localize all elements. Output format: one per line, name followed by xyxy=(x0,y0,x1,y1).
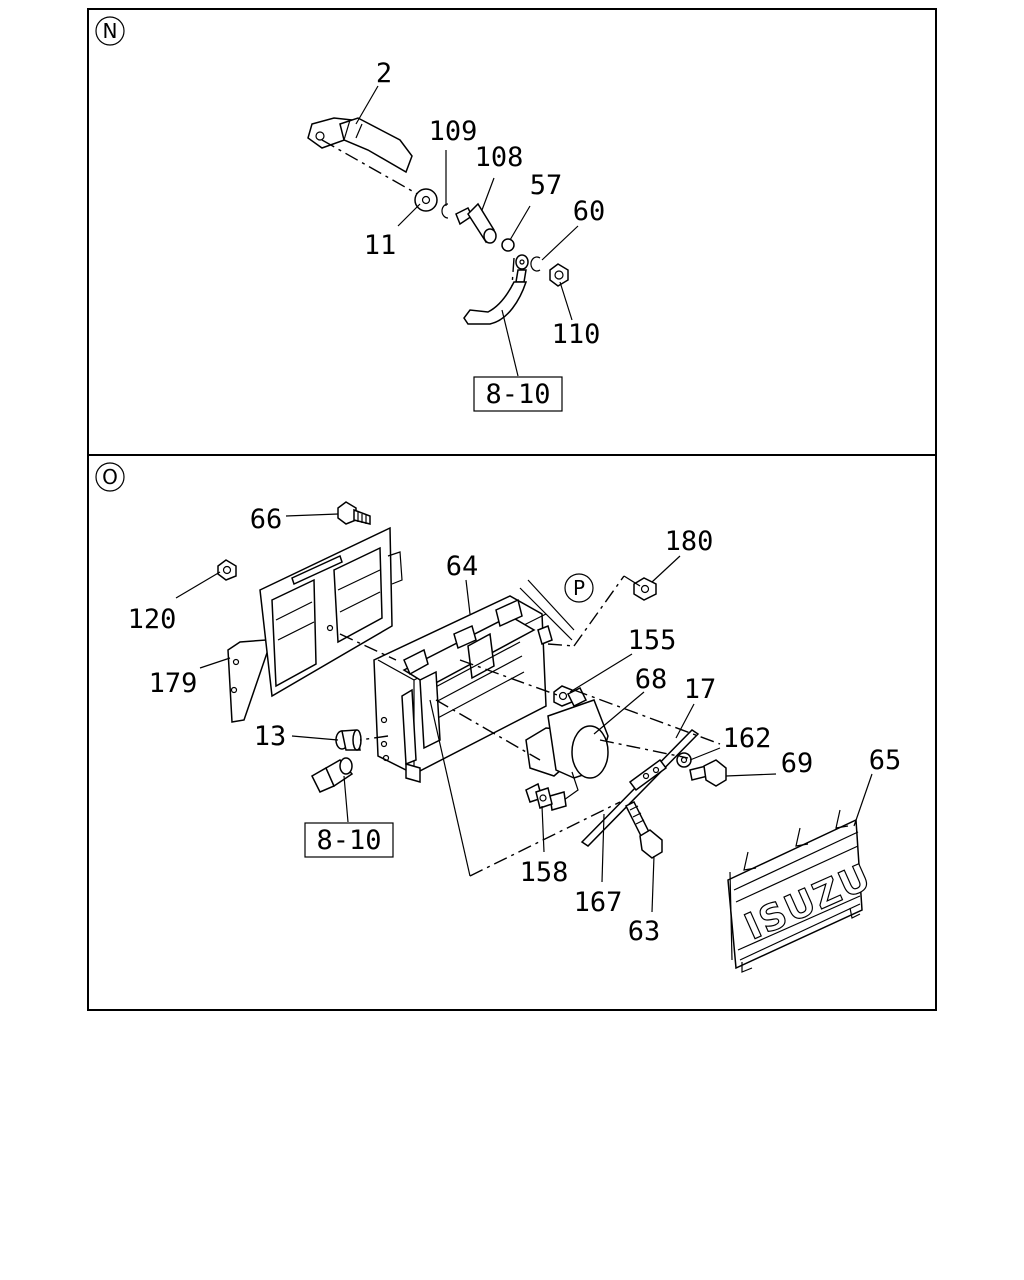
label-120: 120 xyxy=(128,604,177,635)
ref-box-top xyxy=(473,376,563,412)
part-109-clip xyxy=(441,203,449,219)
assembly-lines xyxy=(339,575,721,877)
panel-o: O xyxy=(95,462,902,973)
label-69: 69 xyxy=(781,748,814,779)
callout-p-circle xyxy=(564,573,594,603)
label-11: 11 xyxy=(364,230,397,261)
part-162-washer xyxy=(676,752,692,768)
part-66-bolt xyxy=(337,501,371,525)
part-11-washer xyxy=(414,188,438,212)
panel-n-marker-circle xyxy=(95,16,125,46)
ref-box-bottom-label: 8-10 xyxy=(316,825,381,856)
ref-box-bottom xyxy=(304,822,394,858)
top-leader-lines xyxy=(355,85,579,377)
label-155: 155 xyxy=(628,625,677,656)
label-57: 57 xyxy=(530,170,563,201)
label-167: 167 xyxy=(574,887,623,918)
label-162: 162 xyxy=(723,723,772,754)
part-158-connector xyxy=(525,782,553,809)
part-65-cover: ISUZU xyxy=(727,809,879,973)
part-120-nut xyxy=(217,559,237,581)
part-8-10-connector xyxy=(311,757,354,793)
cable-ring-terminal xyxy=(463,254,529,325)
label-65: 65 xyxy=(869,745,902,776)
label-66: 66 xyxy=(250,504,283,535)
part-108-stud xyxy=(455,202,497,244)
part-69-bolt xyxy=(689,759,727,787)
label-64: 64 xyxy=(446,551,479,582)
label-68: 68 xyxy=(635,664,668,695)
part-179-rail xyxy=(227,639,269,723)
panel-n: N xyxy=(95,16,606,412)
label-2: 2 xyxy=(376,58,392,89)
panel-o-marker: O xyxy=(102,465,118,489)
part-2-strap xyxy=(307,117,413,174)
label-110: 110 xyxy=(552,319,601,350)
label-63: 63 xyxy=(628,916,661,947)
part-60-clip xyxy=(530,256,541,272)
part-13-grommet xyxy=(335,729,362,751)
bottom-leader-lines xyxy=(175,513,873,913)
panel-n-marker: N xyxy=(103,19,118,43)
diagram-frame xyxy=(87,8,937,1011)
part-167-rod xyxy=(580,729,700,847)
label-108: 108 xyxy=(475,142,524,173)
part-64-control-unit xyxy=(373,595,553,783)
label-180: 180 xyxy=(665,526,714,557)
label-60: 60 xyxy=(573,196,606,227)
part-180-nut xyxy=(633,577,657,601)
label-158: 158 xyxy=(520,857,569,888)
callout-p: P xyxy=(573,576,585,600)
label-179: 179 xyxy=(149,668,198,699)
label-109: 109 xyxy=(429,116,478,147)
label-17: 17 xyxy=(684,674,717,705)
label-13: 13 xyxy=(254,721,287,752)
ref-box-top-label: 8-10 xyxy=(485,379,550,410)
part-63-bolt xyxy=(624,800,663,859)
part-68-actuator xyxy=(525,686,609,811)
panel-o-marker-circle xyxy=(95,462,125,492)
part-110-nut xyxy=(549,263,569,287)
part-57-washer xyxy=(501,238,515,252)
mounting-plate xyxy=(259,526,403,698)
